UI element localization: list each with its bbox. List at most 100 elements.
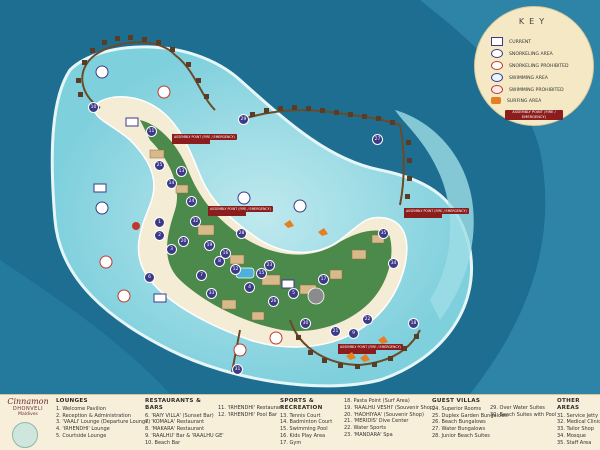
snorkeling-icon [491, 49, 503, 58]
surfing-icon [378, 336, 388, 344]
legend-item: 13. Tennis Court [280, 412, 321, 419]
legend-item: 2. Reception & Administration [56, 412, 131, 419]
current-icon [153, 293, 167, 303]
key-row-snorkeling: SNORKELING AREA [491, 49, 553, 58]
current-icon [125, 117, 139, 127]
map-marker-6[interactable]: 6 [144, 272, 155, 283]
legend-restaurants-title: RESTAURANTS & BARS [145, 398, 202, 411]
surfing-icon [318, 228, 328, 236]
legend-item: 15. Swimming Pool [280, 426, 328, 433]
map-marker-21[interactable]: 21 [330, 326, 341, 337]
map-marker-32[interactable]: 32 [190, 216, 201, 227]
map-marker-33[interactable]: 33 [206, 288, 217, 299]
key-title: KEY [518, 17, 550, 26]
map-marker-15[interactable]: 15 [256, 268, 267, 279]
brand-logo: Cinnamon DHONVELI Maldives [4, 397, 52, 417]
map-marker-26[interactable]: 26 [268, 296, 279, 307]
map-marker-25[interactable]: 25 [154, 160, 165, 171]
legend-guest-villas-2: 29. Over Water Suites 30. Beach Suites w… [490, 405, 557, 419]
map-marker-12[interactable]: 12 [230, 264, 241, 275]
legend-item: 9. 'RAALHU' Bar & 'RAALHU GE' [145, 432, 224, 439]
map-marker-20[interactable]: 20 [178, 236, 189, 247]
legend-item: 23. 'MANDARA' Spa [344, 431, 393, 438]
legend-item: 18. Pasta Point (Surf Area) [344, 398, 410, 404]
map-marker-18[interactable]: 18 [408, 318, 419, 329]
map-marker-17[interactable]: 17 [318, 274, 329, 285]
key-row-snorkeling-prohibited: SNORKELING PROHIBITED [491, 61, 569, 70]
you-are-here-pin-icon [132, 222, 140, 230]
legend-item: 19. 'RAALHU VESHI' (Souvenir Shop) [344, 404, 436, 411]
surfing-icon [346, 352, 356, 360]
legend-lounges: LOUNGES 1. Welcome Pavilion 2. Reception… [56, 398, 150, 440]
map-marker-35[interactable]: 35 [378, 228, 389, 239]
legend-guest-villas: GUEST VILLAS 24. Superior Rooms 25. Dupl… [432, 398, 508, 440]
legend-item: 6. 'RAIY VILLA' (Sunset Bar) [145, 412, 214, 419]
legend-item: 14. Badminton Court [280, 419, 333, 426]
map-marker-5[interactable]: 5 [288, 288, 299, 299]
legend-bar: Cinnamon DHONVELI Maldives LOUNGES 1. We… [0, 394, 600, 450]
map-marker-34[interactable]: 34 [388, 258, 399, 269]
map-marker-28[interactable]: 28 [236, 228, 247, 239]
legend-sports-title: SPORTS & RECREATION [280, 398, 323, 411]
map-marker-8[interactable]: 8 [214, 256, 225, 267]
map-marker-22[interactable]: 22 [362, 314, 373, 325]
compass-rose-icon [12, 422, 38, 448]
legend-item: 21. 'MERIDIS' Dive Center [344, 418, 409, 425]
key-assembly-point: ASSEMBLY POINT (FIRE / EMERGENCY) [505, 110, 563, 120]
map-marker-31[interactable]: 31 [232, 364, 243, 375]
map-marker-19[interactable]: 19 [204, 240, 215, 251]
map-marker-14[interactable]: 14 [166, 178, 177, 189]
key-label-swimming: SWIMMING AREA [509, 76, 548, 81]
assembly-point-label: ASSEMBLY POINT (FIRE / EMERGENCY) [338, 344, 403, 350]
current-icon [281, 279, 295, 289]
key-row-surfing: SURFING AREA [491, 97, 541, 104]
legend-item: 29. Over Water Suites [490, 405, 545, 411]
snorkeling-prohibited-icon [99, 255, 113, 269]
snorkeling-prohibited-icon [491, 61, 503, 70]
legend-item: 11. 'IRHENDHI' Restaurant [218, 405, 284, 411]
swimming-icon [491, 73, 503, 82]
map-marker-7[interactable]: 7 [196, 270, 207, 281]
area-icons [93, 65, 388, 362]
map-marker-11[interactable]: 11 [146, 126, 157, 137]
key-row-swimming-prohibited: SWIMMING PROHIBITED [491, 85, 564, 94]
swimming-icon [95, 65, 109, 79]
legend-item: 24. Superior Rooms [432, 405, 482, 412]
map-marker-27[interactable]: 27 [372, 134, 383, 145]
map-marker-10[interactable]: 10 [88, 102, 99, 113]
map-marker-29[interactable]: 29 [238, 114, 249, 125]
legend-item: 1. Welcome Pavilion [56, 405, 107, 412]
map-key: KEY CURRENT SNORKELING AREA SNORKELING P… [474, 6, 594, 126]
key-label-surfing: SURFING AREA [507, 99, 542, 104]
water-villas [76, 35, 419, 369]
map-marker-30[interactable]: 30 [300, 318, 311, 329]
legend-item: 35. Staff Area [557, 439, 592, 446]
map-marker-1[interactable]: 1 [154, 217, 165, 228]
map-marker-13[interactable]: 13 [176, 166, 187, 177]
current-icon [93, 183, 107, 193]
legend-item: 31. Service Jetty [557, 412, 599, 419]
legend-item: 17. Gym [280, 439, 302, 446]
legend-item: 25. Duplex Garden Bungalows [432, 412, 508, 419]
legend-item: 26. Beach Bungalows [432, 419, 486, 426]
key-label-current: CURRENT [509, 40, 532, 45]
map-marker-3[interactable]: 3 [166, 244, 177, 255]
map-marker-9[interactable]: 9 [348, 328, 359, 339]
assembly-point-label: ASSEMBLY POINT (FIRE / EMERGENCY) [208, 206, 273, 212]
map-marker-23[interactable]: 23 [264, 260, 275, 271]
swimming-icon [237, 191, 251, 205]
legend-item: 20. 'HADHIYAA' (Souvenir Shop) [344, 411, 424, 418]
swimming-prohibited-icon [233, 343, 247, 357]
legend-restaurants: RESTAURANTS & BARS 6. 'RAIY VILLA' (Suns… [145, 398, 224, 447]
map-marker-4[interactable]: 4 [244, 282, 255, 293]
snorkeling-icon [95, 201, 109, 215]
legend-sports: SPORTS & RECREATION 13. Tennis Court 14.… [280, 398, 342, 447]
legend-item: 12. 'IRHENDHI' Pool Bar [218, 411, 278, 418]
map-marker-2[interactable]: 2 [154, 230, 165, 241]
brand-country: Maldives [18, 412, 38, 417]
map-marker-16[interactable]: 16 [220, 248, 231, 259]
map-marker-24[interactable]: 24 [186, 196, 197, 207]
surfing-icon [284, 220, 294, 228]
legend-item: 30. Beach Suites with Pool [490, 411, 557, 418]
